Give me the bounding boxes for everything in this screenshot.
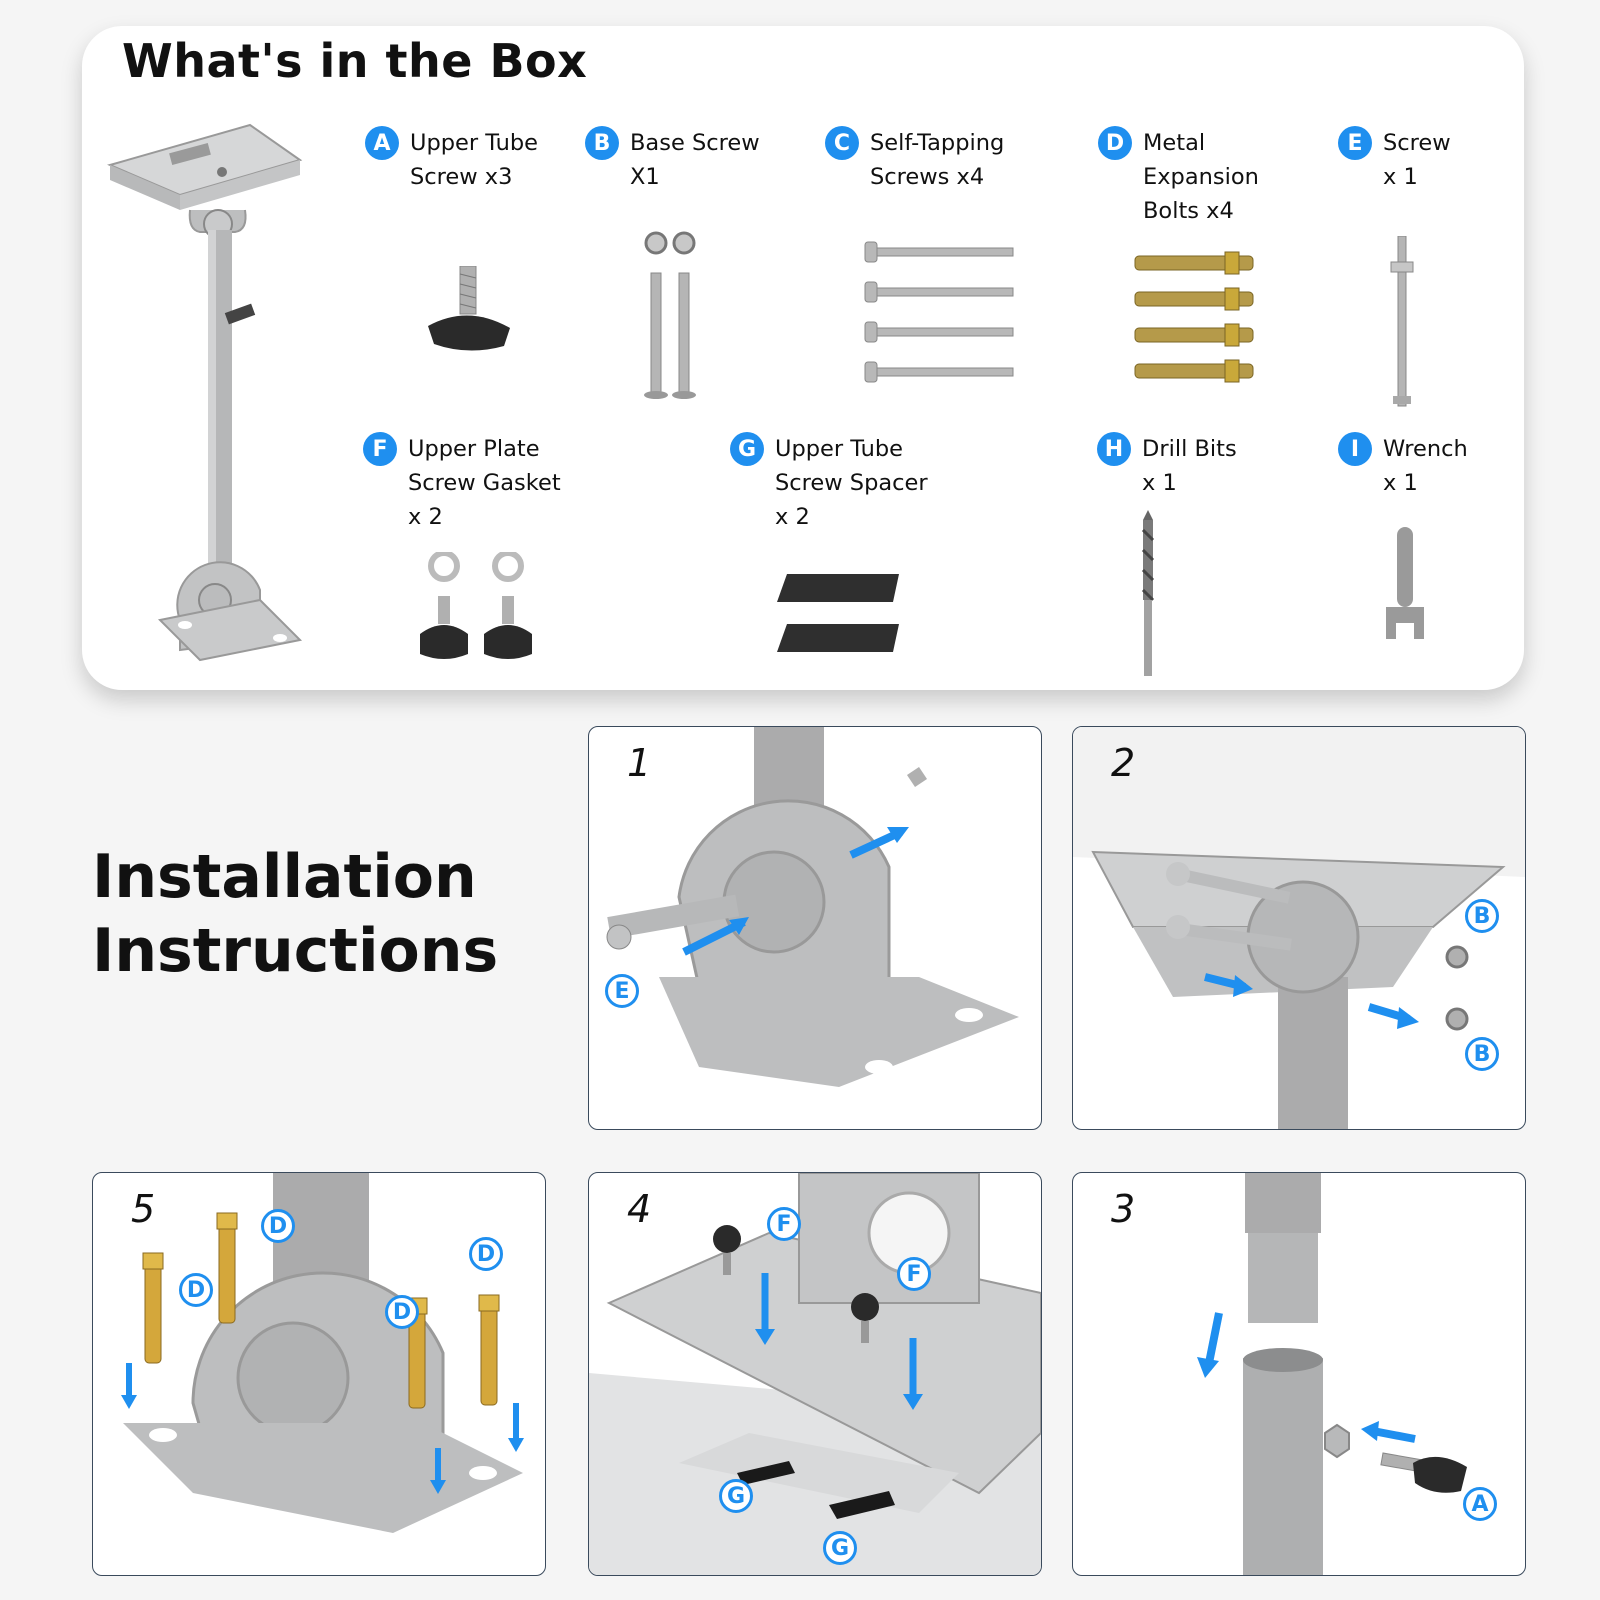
badge-e: E <box>1338 126 1372 160</box>
gaskets-knobs-icon <box>420 552 532 659</box>
part-f-label: Upper Plate Screw Gasket x 2 <box>408 436 561 530</box>
step-number: 4 <box>627 1187 652 1231</box>
badge-g: G <box>730 432 764 466</box>
step-4-panel: 4 F F G G <box>588 1172 1042 1576</box>
part-e-label: Screw x 1 <box>1383 130 1451 190</box>
part-b: B Base Screw X1 <box>585 126 795 416</box>
callout-b: B <box>1465 1037 1499 1071</box>
long-screw-icon <box>1390 236 1414 407</box>
step-1-panel: 1 E <box>588 726 1042 1130</box>
part-d-label: Metal Expansion Bolts x4 <box>1143 130 1259 224</box>
callout-a: A <box>1463 1487 1497 1521</box>
step-number: 1 <box>627 741 652 785</box>
step-1-illustration <box>606 727 1019 1087</box>
callout-d: D <box>469 1237 503 1271</box>
part-a: A Upper Tube Screw x3 <box>365 126 565 386</box>
step-number: 2 <box>1111 741 1136 785</box>
step-2-illustration <box>1073 727 1525 1129</box>
part-d: D Metal Expansion Bolts x4 <box>1098 126 1298 406</box>
thumb-screw-icon <box>428 266 510 351</box>
callout-d: D <box>385 1295 419 1329</box>
step-4-illustration <box>589 1173 1041 1575</box>
part-c: C Self-Tapping Screws x4 <box>825 126 1045 406</box>
callout-f: F <box>897 1257 931 1291</box>
part-g-label: Upper Tube Screw Spacer x 2 <box>775 436 928 530</box>
badge-c: C <box>825 126 859 160</box>
callout-e: E <box>605 974 639 1008</box>
callout-g: G <box>719 1479 753 1513</box>
install-title: Installation Instructions <box>92 842 499 986</box>
badge-d: D <box>1098 126 1132 160</box>
badge-h: H <box>1097 432 1131 466</box>
box-title: What's in the Box <box>122 34 588 88</box>
step-number: 3 <box>1111 1187 1136 1231</box>
wrench-icon <box>1386 527 1424 639</box>
badge-i: I <box>1338 432 1372 466</box>
spacer-pads-icon <box>777 574 899 652</box>
part-c-label: Self-Tapping Screws x4 <box>870 130 1005 190</box>
part-b-label: Base Screw X1 <box>630 130 760 190</box>
part-i-label: Wrench x 1 <box>1383 436 1468 496</box>
step-5-panel: 5 D D D D <box>92 1172 546 1576</box>
callout-g: G <box>823 1531 857 1565</box>
self-tapping-screws-icon <box>864 241 1014 383</box>
badge-a: A <box>365 126 399 160</box>
badge-f: F <box>363 432 397 466</box>
callout-d: D <box>179 1273 213 1307</box>
part-h-label: Drill Bits x 1 <box>1142 436 1237 496</box>
bolts-nuts-icon <box>644 231 696 399</box>
part-i: I Wrench x 1 <box>1338 432 1498 652</box>
callout-d: D <box>261 1209 295 1243</box>
badge-b: B <box>585 126 619 160</box>
step-3-panel: 3 A <box>1072 1172 1526 1576</box>
part-h: H Drill Bits x 1 <box>1097 432 1277 682</box>
step-2-panel: 2 B B <box>1072 726 1526 1130</box>
mount-assembly-illustration <box>107 123 303 662</box>
callout-b: B <box>1465 899 1499 933</box>
part-e: E Screw x 1 <box>1338 126 1488 416</box>
callout-f: F <box>767 1207 801 1241</box>
expansion-bolts-icon <box>1134 251 1254 383</box>
step-number: 5 <box>131 1187 156 1231</box>
part-g: G Upper Tube Screw Spacer x 2 <box>730 432 970 672</box>
part-a-label: Upper Tube Screw x3 <box>410 130 538 190</box>
step-5-illustration <box>121 1173 524 1533</box>
drill-bit-icon <box>1141 510 1155 676</box>
part-f: F Upper Plate Screw Gasket x 2 <box>363 432 593 672</box>
step-3-illustration <box>1197 1173 1467 1575</box>
